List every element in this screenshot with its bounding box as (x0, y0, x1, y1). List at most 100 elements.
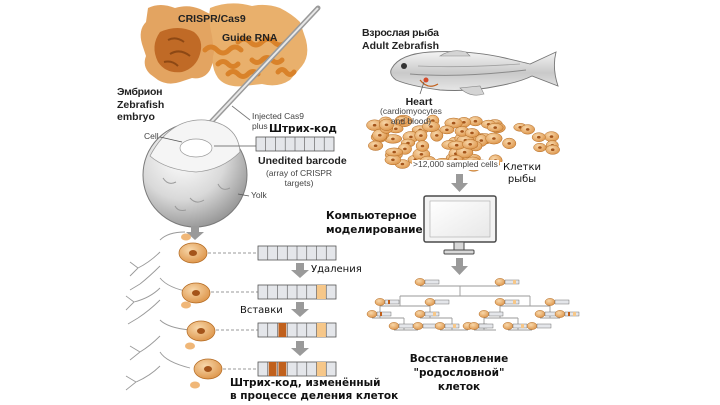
lineage-cell (388, 322, 400, 330)
lineage-label-3: клеток (437, 381, 481, 393)
sampled-cell-nucleus (549, 135, 554, 138)
computer-modeling-label-2: моделирование (326, 224, 423, 236)
mini-barcode (504, 299, 520, 305)
sampled-cell-nucleus (538, 146, 542, 149)
sampled-cell-nucleus (454, 143, 459, 147)
adult-ru-label: Взрослая рыба (362, 27, 439, 39)
mini-barcode (376, 311, 392, 317)
lineage-cell (414, 310, 426, 318)
crispr-label: CRISPR/Cas9 (178, 13, 246, 25)
cell-label: Cell (144, 131, 159, 141)
sampled-cell-nucleus (372, 123, 377, 127)
mini-barcode (434, 299, 450, 305)
sampled-cell-nucleus (420, 144, 425, 148)
lineage-cell (412, 322, 424, 330)
yolk-label: Yolk (251, 190, 267, 200)
barcode-insertion-segment (278, 323, 287, 337)
sampled-cell-nucleus (409, 135, 413, 139)
sampled-cell-nucleus (462, 150, 467, 154)
sampled-cell-nucleus (537, 135, 541, 139)
lineage-cell (494, 298, 506, 306)
heart-sub-label-2: and blood) (390, 116, 432, 126)
injected-label-1: Injected Cas9 (252, 111, 304, 121)
lineage-cell (424, 298, 436, 306)
barcode-insertion-segment (268, 362, 277, 376)
barcode-deletion-segment (316, 323, 327, 337)
sampled-cell-nucleus (473, 119, 478, 123)
sampled-cell-nucleus (392, 150, 397, 154)
lineage-cell (434, 322, 446, 330)
mini-barcode-mark (513, 280, 516, 284)
lineage-tree (372, 285, 560, 331)
mini-barcode (554, 299, 570, 305)
fish-cells-label-1: Клетки (500, 162, 544, 174)
embryo-en-label-2: embryo (117, 111, 155, 123)
lineage-cell (526, 322, 538, 330)
array-label-1: (array of CRISPR (265, 168, 333, 178)
fish-cells-label-2: рыбы (500, 174, 544, 186)
sampled-cell-nucleus (384, 123, 389, 127)
lineage-cells (366, 278, 580, 330)
barcode-deletion-segment (316, 285, 327, 299)
cell-division-tree (125, 231, 191, 391)
mini-barcode-mark (388, 300, 390, 304)
sampled-cell-nucleus (403, 147, 407, 151)
mini-barcode (536, 323, 552, 329)
barcode-unedited (214, 136, 335, 152)
dividing-cells (178, 233, 223, 389)
sampled-cell-nucleus (550, 148, 555, 151)
mini-barcode (398, 323, 414, 329)
mini-barcode (512, 323, 528, 329)
barcode-changed-label-1: Штрих-код, изменённый (230, 377, 381, 389)
sampled-cell-nucleus (462, 121, 466, 124)
deletions-label: Удаления (310, 264, 363, 276)
mini-barcode (478, 323, 494, 329)
mini-barcode-mark (380, 312, 382, 316)
embryo-ru-label: Эмбрион (117, 86, 163, 98)
lineage-cell (534, 310, 546, 318)
barcode-row (257, 284, 337, 300)
sampled-cell-nucleus (429, 125, 433, 128)
unedited-barcode-label: Unedited barcode (258, 155, 347, 167)
sampled-cell-nucleus (391, 137, 395, 141)
lineage-cell (414, 278, 426, 286)
mini-barcode (488, 311, 504, 317)
sampled-cell-nucleus (479, 139, 484, 142)
lineage-cell (478, 310, 490, 318)
mini-barcode (424, 279, 440, 285)
sampled-cell-nucleus (391, 158, 395, 162)
barcode-ru-label: Штрих-код (268, 123, 338, 136)
sampled-cell-nucleus (435, 134, 439, 137)
barcode-deletion-segment (316, 362, 327, 376)
mini-barcode (444, 323, 460, 329)
adult-en-label: Adult Zebrafish (362, 40, 440, 52)
insertions-label: Вставки (240, 305, 283, 316)
sampled-cells-label: >12,000 sampled cells (412, 159, 499, 170)
sampled-cell-nucleus (493, 126, 498, 129)
sampled-cell-nucleus (378, 133, 382, 137)
sampled-cell-nucleus (468, 143, 473, 146)
lineage-cell (366, 310, 378, 318)
sampled-cell-nucleus (400, 162, 405, 166)
mini-barcode (504, 279, 520, 285)
lineage-cell (502, 322, 514, 330)
barcode-connectors (208, 252, 258, 370)
zebrafish-icon (390, 50, 559, 96)
sampled-cell-nucleus (470, 131, 474, 135)
sampled-cell-nucleus (492, 137, 496, 140)
lineage-label-2: "родословной" (413, 367, 505, 379)
lineage-cell (494, 278, 506, 286)
heart-sub-label-1: (cardiomyocytes (380, 106, 442, 116)
sampled-cell-nucleus (460, 130, 464, 133)
mini-barcode-mark (573, 312, 576, 316)
barcode-stack (257, 245, 337, 377)
sampled-cell-nucleus (419, 134, 423, 137)
lineage-cell (544, 298, 556, 306)
array-label-2: targets) (284, 178, 314, 188)
barcode-row (257, 361, 337, 377)
sampled-cell-nucleus (445, 128, 449, 132)
mini-barcode-mark (513, 300, 516, 304)
mini-barcode-mark (433, 312, 436, 316)
guide-rna-label: Guide RNA (222, 32, 278, 44)
sampled-cell-nucleus (400, 119, 404, 122)
